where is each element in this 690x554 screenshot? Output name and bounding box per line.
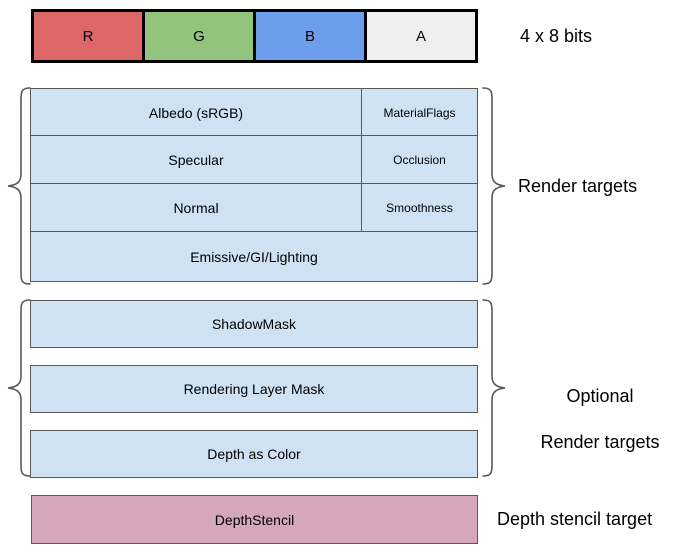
render-target-smoothness: Smoothness [361, 183, 478, 232]
optional-render-target-shadowmask: ShadowMask [30, 300, 478, 348]
optional-render-targets-left-brace [7, 299, 31, 477]
depth-stencil-block: DepthStencil [31, 495, 478, 544]
render-targets-left-brace [7, 87, 31, 285]
render-target-row-specular: Specular Occlusion [30, 135, 478, 184]
rgba-channel-bar: R G B A [31, 9, 478, 63]
render-target-occlusion: Occlusion [361, 135, 478, 184]
channel-cell-a: A [367, 12, 475, 60]
optional-render-targets-right-brace [482, 299, 506, 477]
render-targets-right-brace [482, 87, 506, 285]
render-target-row-albedo: Albedo (sRGB) MaterialFlags [30, 88, 478, 137]
render-target-normal: Normal [30, 183, 362, 232]
channel-cell-g: G [145, 12, 256, 60]
optional-render-target-depth-as-color: Depth as Color [30, 430, 478, 478]
render-target-materialflags: MaterialFlags [361, 88, 478, 137]
render-target-row-normal: Normal Smoothness [30, 183, 478, 232]
render-target-emissive: Emissive/GI/Lighting [30, 231, 478, 282]
optional-render-targets-annotation-line1: Optional [566, 386, 634, 406]
render-target-albedo: Albedo (sRGB) [30, 88, 362, 137]
optional-render-target-rendering-layer-mask: Rendering Layer Mask [30, 365, 478, 413]
channel-cell-b: B [256, 12, 367, 60]
depth-stencil-annotation: Depth stencil target [497, 509, 653, 529]
render-target-row-emissive: Emissive/GI/Lighting [30, 231, 478, 282]
render-target-specular: Specular [30, 135, 362, 184]
optional-render-targets-annotation: Optional Render targets [520, 362, 680, 454]
render-targets-annotation: Render targets [518, 176, 638, 196]
render-targets-grid: Albedo (sRGB) MaterialFlags Specular Occ… [30, 88, 478, 284]
channel-bar-annotation: 4 x 8 bits [520, 26, 593, 46]
optional-render-targets-annotation-line2: Render targets [540, 432, 660, 452]
channel-cell-r: R [34, 12, 145, 60]
